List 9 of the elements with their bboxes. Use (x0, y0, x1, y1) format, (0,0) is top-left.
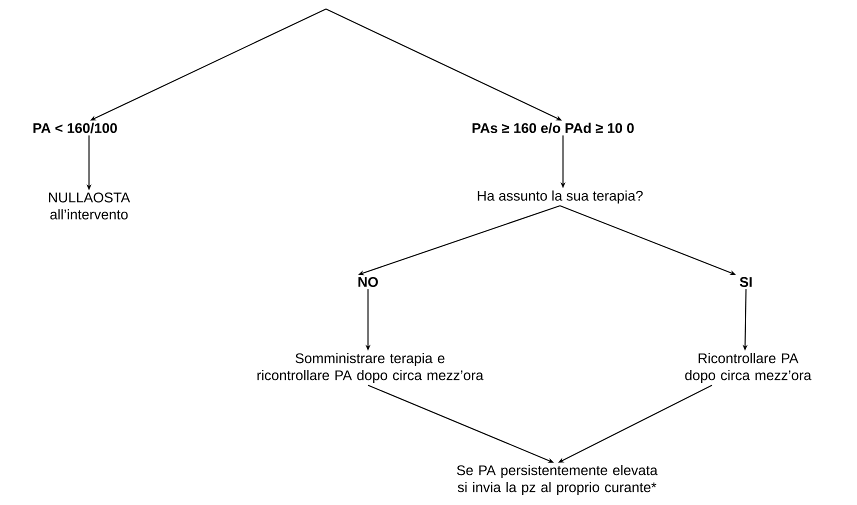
step-text: Se PA persistentemente elevata si invia la pz al proprio curante* (457, 464, 658, 495)
step-text: Ha assunto la sua terapia? (478, 190, 643, 204)
step-text: NULLAOSTA all’intervento (49, 192, 130, 220)
decision-label: NO (358, 277, 378, 287)
step-text: Somministrare terapia e ricontrollare PA dopo circa mezz’ora (257, 352, 484, 383)
decision-label: PAs ≥ 160 e/o PAd ≥ 10 0 (472, 122, 634, 134)
step-text: Ricontrollare PA dopo circa mezz’ora (685, 352, 812, 383)
decision-label: PA < 160/100 (33, 122, 117, 134)
decision-label: SI (740, 277, 752, 287)
